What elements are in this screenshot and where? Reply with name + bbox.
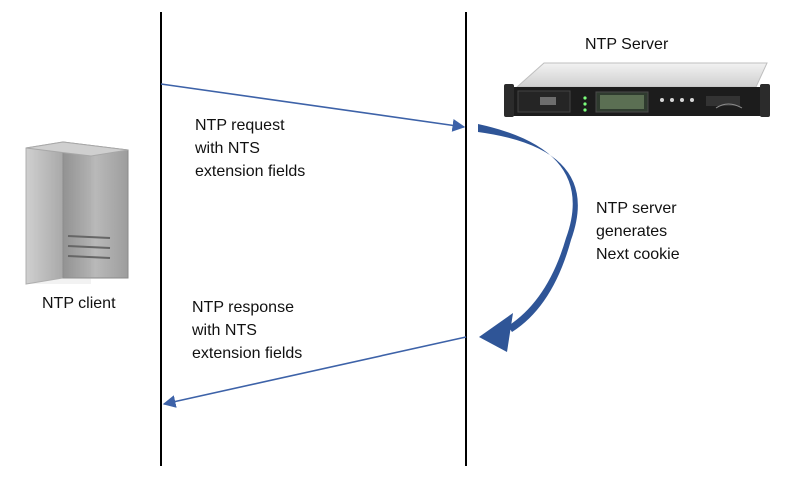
server-processing-curved-arrow: [478, 124, 578, 332]
client-label: NTP client: [42, 295, 116, 312]
server-note-line: generates: [596, 223, 667, 240]
curved-arrow-head: [479, 313, 513, 352]
request-arrow: [160, 83, 466, 132]
tower-computer-icon: [25, 141, 129, 285]
rack-server-icon: [504, 62, 770, 117]
server-label: NTP Server: [585, 36, 669, 53]
server-note-line: NTP server: [596, 200, 677, 217]
request-label-line: extension fields: [195, 163, 305, 180]
response-label-line: extension fields: [192, 345, 302, 362]
request-label: NTP request with NTS extension fields: [194, 117, 305, 180]
request-label-line: NTP request: [195, 117, 285, 134]
response-label-line: with NTS: [191, 322, 257, 339]
response-arrow: [162, 336, 467, 408]
server-note-line: Next cookie: [596, 246, 680, 263]
request-label-line: with NTS: [194, 140, 260, 157]
server-note: NTP server generates Next cookie: [596, 200, 681, 263]
response-label: NTP response with NTS extension fields: [191, 299, 302, 362]
response-label-line: NTP response: [192, 299, 294, 316]
